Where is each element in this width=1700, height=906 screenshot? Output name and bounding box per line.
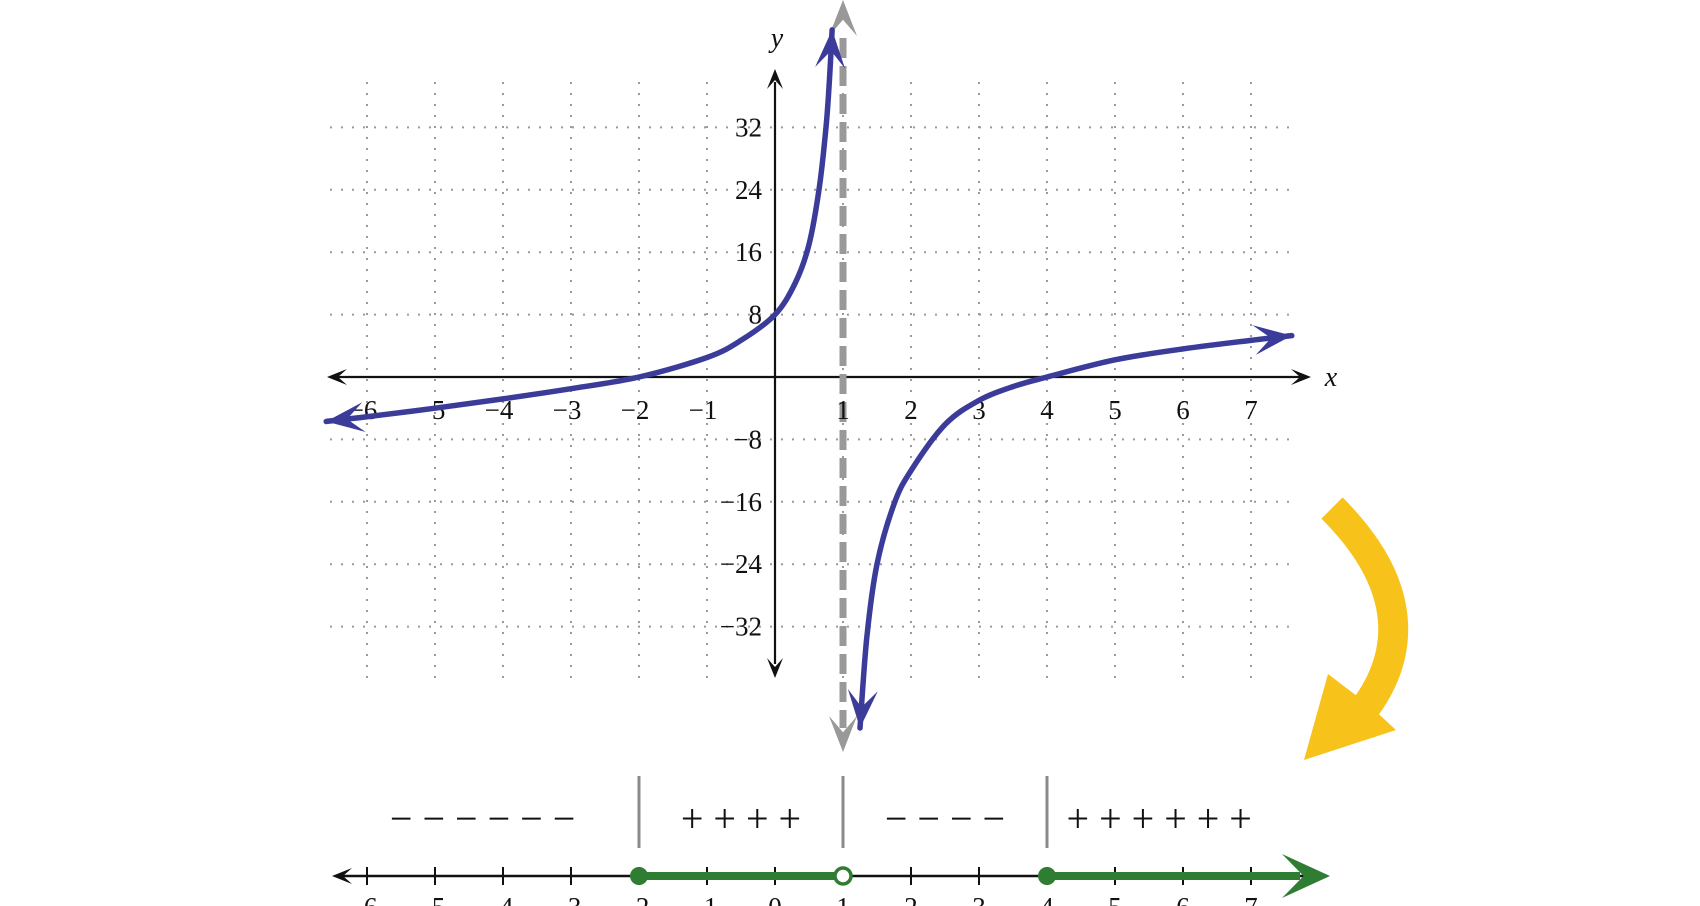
y-axis-label: y [768,23,784,54]
x-tick-label: 6 [1176,395,1190,425]
x-tick-label: −3 [553,395,582,425]
closed-endpoint-dot [1038,867,1056,885]
asymptote-top-arrow [829,0,857,36]
y-tick-label: 16 [735,237,762,267]
number-line-tick-label: 5 [1108,892,1122,906]
x-axis-label: x [1324,362,1338,393]
number-line-tick-label: 4 [1040,892,1054,906]
x-tick-label: 7 [1244,395,1258,425]
sign-chart-interval: − − − − [885,796,1005,841]
number-line-tick-label: −5 [417,892,446,906]
y-tick-label: −24 [720,549,763,579]
number-line-tick-label: 6 [1176,892,1190,906]
number-line-tick-label: −2 [621,892,650,906]
number-line-tick-label: −3 [553,892,582,906]
number-line-tick-label: 2 [904,892,918,906]
solution-ray-arrow [1282,854,1330,898]
asymptote-bottom-arrow [829,716,857,752]
x-axis-left-arrow [327,369,347,385]
number-line-tick-label: 1 [836,892,850,906]
number-line-tick-label: −6 [349,892,378,906]
x-axis-right-arrow [1291,369,1311,385]
y-tick-label: −8 [733,424,762,454]
y-tick-label: 8 [749,300,763,330]
y-tick-label: 32 [735,112,762,142]
x-tick-label: −2 [621,395,650,425]
curve-left-branch [323,27,835,425]
open-endpoint-circle [833,866,853,886]
x-tick-label: 4 [1040,395,1054,425]
number-line-tick-label: 7 [1244,892,1258,906]
curve-right-branch [857,332,1295,731]
y-tick-label: −32 [720,612,762,642]
x-tick-label: 1 [836,395,850,425]
x-tick-label: −1 [689,395,718,425]
sign-chart-interval: − − − − − − [390,796,575,841]
y-axis-bottom-arrow [767,658,783,678]
curve-right-end-arrow [1252,325,1292,355]
sign-chart-interval: + + + + + + [1067,796,1252,841]
number-line-tick-label: 3 [972,892,986,906]
x-tick-label: 5 [1108,395,1122,425]
number-line-tick-label: −4 [485,892,514,906]
number-line-tick-label: 0 [768,892,782,906]
curve-right-start-arrow [847,688,878,728]
number-line-left-arrow [332,868,352,884]
transition-arrow-head [1304,674,1396,760]
y-axis-top-arrow [767,69,783,89]
x-tick-label: 2 [904,395,918,425]
y-tick-label: 24 [735,175,763,205]
closed-endpoint-dot [630,867,648,885]
transition-arrow-shaft [1321,497,1409,735]
grid-lines [330,82,1298,680]
curve-left-start-arrow [326,402,366,433]
curve-left-end-arrow [815,29,846,69]
y-tick-label: −16 [720,487,762,517]
sign-chart-interval: + + + + [681,796,801,841]
number-line-tick-label: −1 [689,892,718,906]
